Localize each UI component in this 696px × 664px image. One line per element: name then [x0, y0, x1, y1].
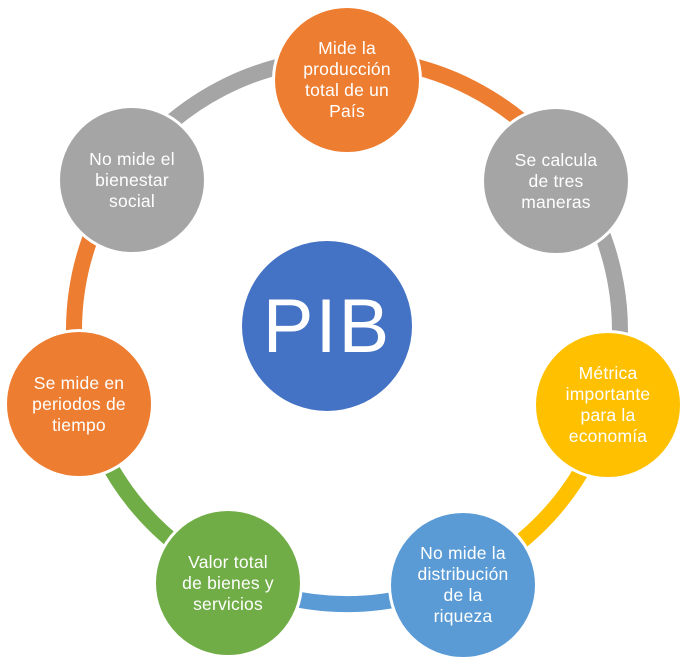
node-label: Se calcula de tres maneras	[514, 149, 598, 212]
node-label: Métrica importante para la economía	[565, 363, 651, 446]
node-label: No mide la distribución de la riqueza	[417, 543, 509, 626]
node-periodos-tiempo: Se mide en periodos de tiempo	[4, 329, 154, 479]
node-no-mide-bienestar: No mide el bienestar social	[57, 105, 207, 255]
center-node-label: PIB	[262, 283, 392, 369]
node-valor-total: Valor total de bienes y servicios	[153, 508, 303, 658]
node-metrica-importante: Métrica importante para la economía	[533, 330, 683, 480]
node-se-calcula: Se calcula de tres maneras	[481, 106, 631, 256]
node-mide-produccion: Mide la producción total de un País	[272, 5, 422, 155]
node-label: Valor total de bienes y servicios	[182, 551, 274, 614]
center-node-pib: PIB	[239, 238, 415, 414]
node-label: Se mide en periodos de tiempo	[32, 372, 126, 435]
node-label: No mide el bienestar social	[89, 148, 175, 211]
node-label: Mide la producción total de un País	[303, 38, 391, 121]
node-no-mide-distribucion: No mide la distribución de la riqueza	[388, 510, 538, 660]
